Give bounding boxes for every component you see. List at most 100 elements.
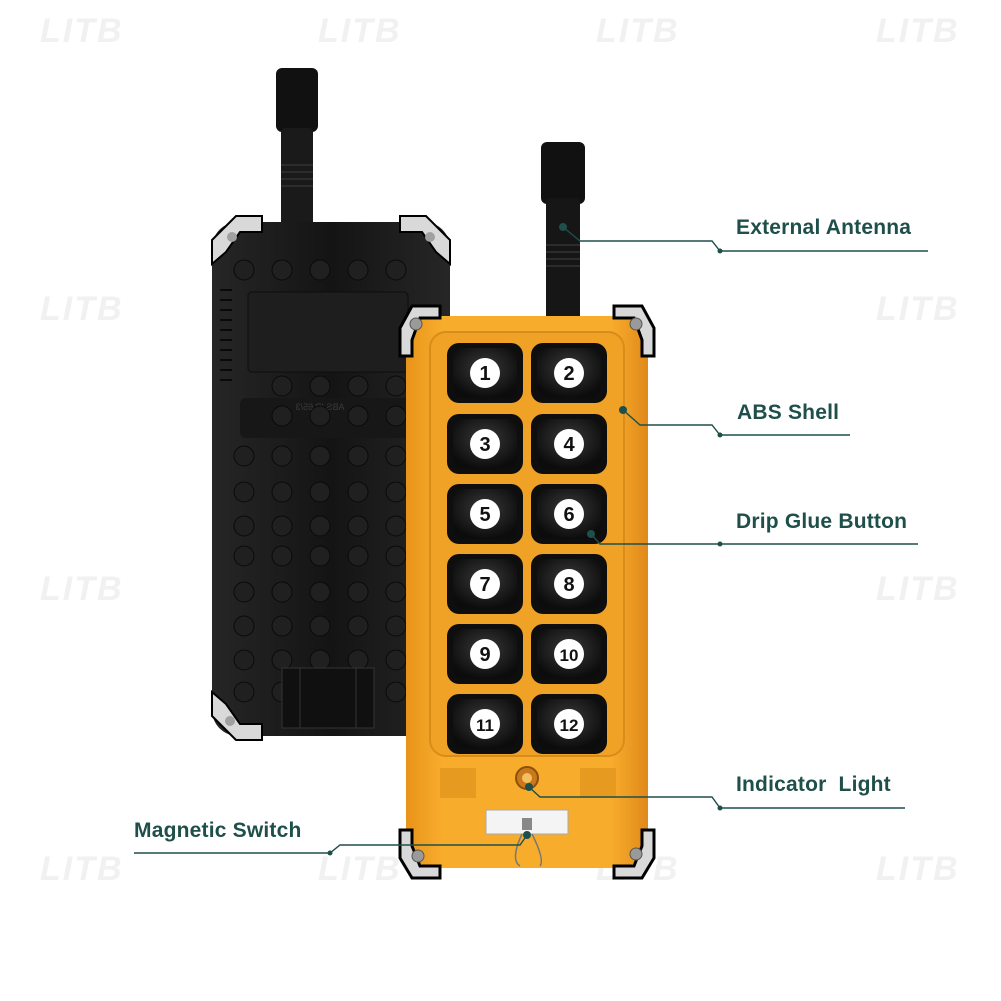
remote-button-7[interactable]: 7 [447,554,523,614]
button-number-badge [470,569,500,599]
remote-button-12[interactable]: 12 [531,694,607,754]
watermark: LITB [876,290,960,328]
magnetic-switch-cord [514,833,543,867]
button-number-badge [470,639,500,669]
callout-line-antenna [562,226,928,252]
indicator-light-lens [522,773,532,783]
remote-button-2[interactable]: 2 [531,343,607,403]
watermark: LITB [318,850,402,888]
remote-button-1[interactable]: 1 [447,343,523,403]
button-number: 12 [560,716,579,735]
button-number-badge [554,358,584,388]
back-texture-dot [309,481,331,503]
back-texture-dot [271,481,293,503]
remote-button-4[interactable]: 4 [531,414,607,474]
button-number-badge [470,499,500,529]
back-texture-dot [233,515,255,537]
antenna-tip [541,142,585,204]
back-texture-dot [309,445,331,467]
remote-button-3[interactable]: 3 [447,414,523,474]
corner-bracket [399,215,451,267]
back-texture-dot [385,649,407,671]
back-texture-dot [271,581,293,603]
back-texture-dot [385,515,407,537]
button-number: 9 [479,644,490,666]
back-clip [281,667,375,729]
back-texture-dot [233,545,255,567]
remote-button-6[interactable]: 6 [531,484,607,544]
back-texture-dot [271,375,293,397]
back-texture-dot [385,581,407,603]
remote-button-9[interactable]: 9 [447,624,523,684]
back-texture-dot [385,405,407,427]
back-texture-dot [347,581,369,603]
back-texture-dot [233,445,255,467]
remote-button-5[interactable]: 5 [447,484,523,544]
back-texture-dot [309,515,331,537]
button-number-badge [554,429,584,459]
back-texture-dot [271,515,293,537]
button-number: 6 [563,504,574,526]
callout-line-indicator [528,786,905,809]
watermark: LITB [876,570,960,608]
back-texture-dot [271,259,293,281]
button-number: 7 [479,574,490,596]
watermark: LITB [40,12,124,50]
button-number-badge [470,709,500,739]
watermark: LITB [40,570,124,608]
watermark: LITB [596,12,680,50]
back-texture-dot [271,545,293,567]
abs-shell-label: ABS Shell [737,401,840,424]
back-texture-dot [233,649,255,671]
back-texture-dot [233,581,255,603]
back-texture-dot [309,375,331,397]
screw [629,847,643,861]
back-texture-dot [347,481,369,503]
back-texture-dot [347,515,369,537]
back-texture-dot [309,649,331,671]
remote-button-8[interactable]: 8 [531,554,607,614]
back-antenna [281,128,313,238]
button-number: 2 [563,363,574,385]
remote-button-11[interactable]: 11 [447,694,523,754]
corner-bracket [211,689,263,741]
corner-bracket [612,304,656,358]
button-number-badge [470,358,500,388]
remote-button-10[interactable]: 10 [531,624,607,684]
back-texture-dot [347,445,369,467]
watermark: LITB [318,12,402,50]
magnetic-switch-label: Magnetic Switch [134,819,302,842]
back-texture-dot [347,615,369,637]
callout-lines [134,226,928,854]
back-texture-dot [233,615,255,637]
screw [425,232,435,242]
back-texture-dot [347,649,369,671]
callout-line-switch [134,834,528,854]
button-number-badge [554,499,584,529]
back-texture-dot [347,545,369,567]
corner-bracket [398,828,442,880]
button-number: 3 [479,434,490,456]
back-texture-dot [385,681,407,703]
button-number: 11 [476,716,494,735]
button-number-badge [554,569,584,599]
screw [411,849,425,863]
corner-bracket [211,215,263,267]
back-texture-dot [347,375,369,397]
back-texture-dot [347,259,369,281]
back-texture-dot [385,259,407,281]
screw [225,716,235,726]
back-antenna-tip [276,68,318,132]
back-texture-dot [385,481,407,503]
back-texture-dot [309,615,331,637]
screw [629,317,643,331]
back-texture-dot [385,545,407,567]
screw [409,317,423,331]
back-texture-dot [233,259,255,281]
back-texture-dot [385,375,407,397]
back-texture-dot [233,481,255,503]
callout-dots [327,223,723,856]
back-texture-dot [271,445,293,467]
